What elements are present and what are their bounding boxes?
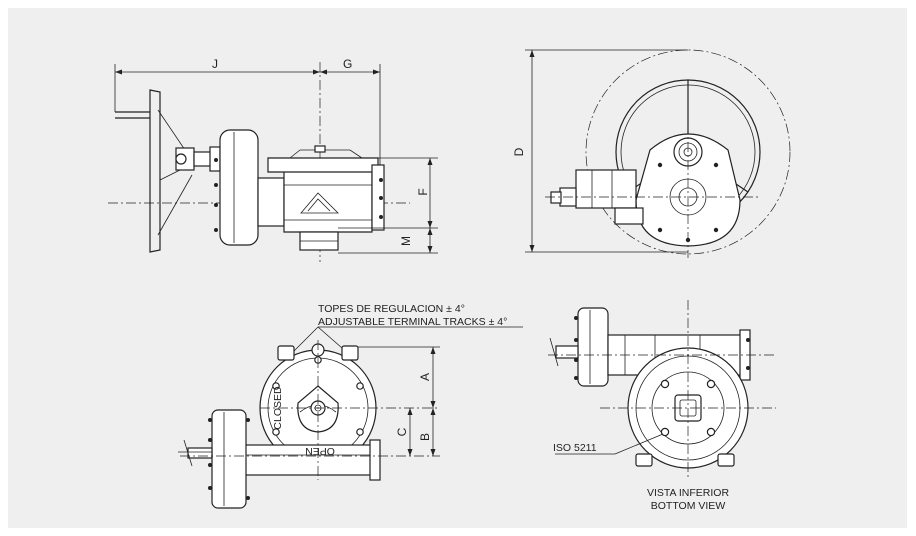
marking-open: OPEN <box>305 445 335 457</box>
dim-label-a: A <box>418 373 432 381</box>
front-view <box>525 49 791 258</box>
bottom-view <box>548 300 776 480</box>
dim-label-m: M <box>399 236 413 246</box>
dim-label-b: B <box>418 433 432 441</box>
side-view <box>108 62 438 262</box>
dim-label-f: F <box>416 188 430 195</box>
dim-label-g: G <box>343 57 352 71</box>
dim-label-d: D <box>512 147 526 156</box>
note-topes: TOPES DE REGULACION ± 4° <box>318 303 465 315</box>
note-adjustable: ADJUSTABLE TERMINAL TRACKS ± 4° <box>318 316 507 328</box>
note-bottom-view: BOTTOM VIEW <box>651 500 726 512</box>
note-vista-inferior: VISTA INFERIOR <box>647 487 729 499</box>
marking-closed: CLOSED <box>272 386 284 430</box>
top-view <box>178 326 523 509</box>
dim-label-c: C <box>395 427 409 436</box>
drawing-panel <box>8 8 907 528</box>
note-iso: ISO 5211 <box>553 442 597 454</box>
dim-label-j: J <box>212 57 218 71</box>
